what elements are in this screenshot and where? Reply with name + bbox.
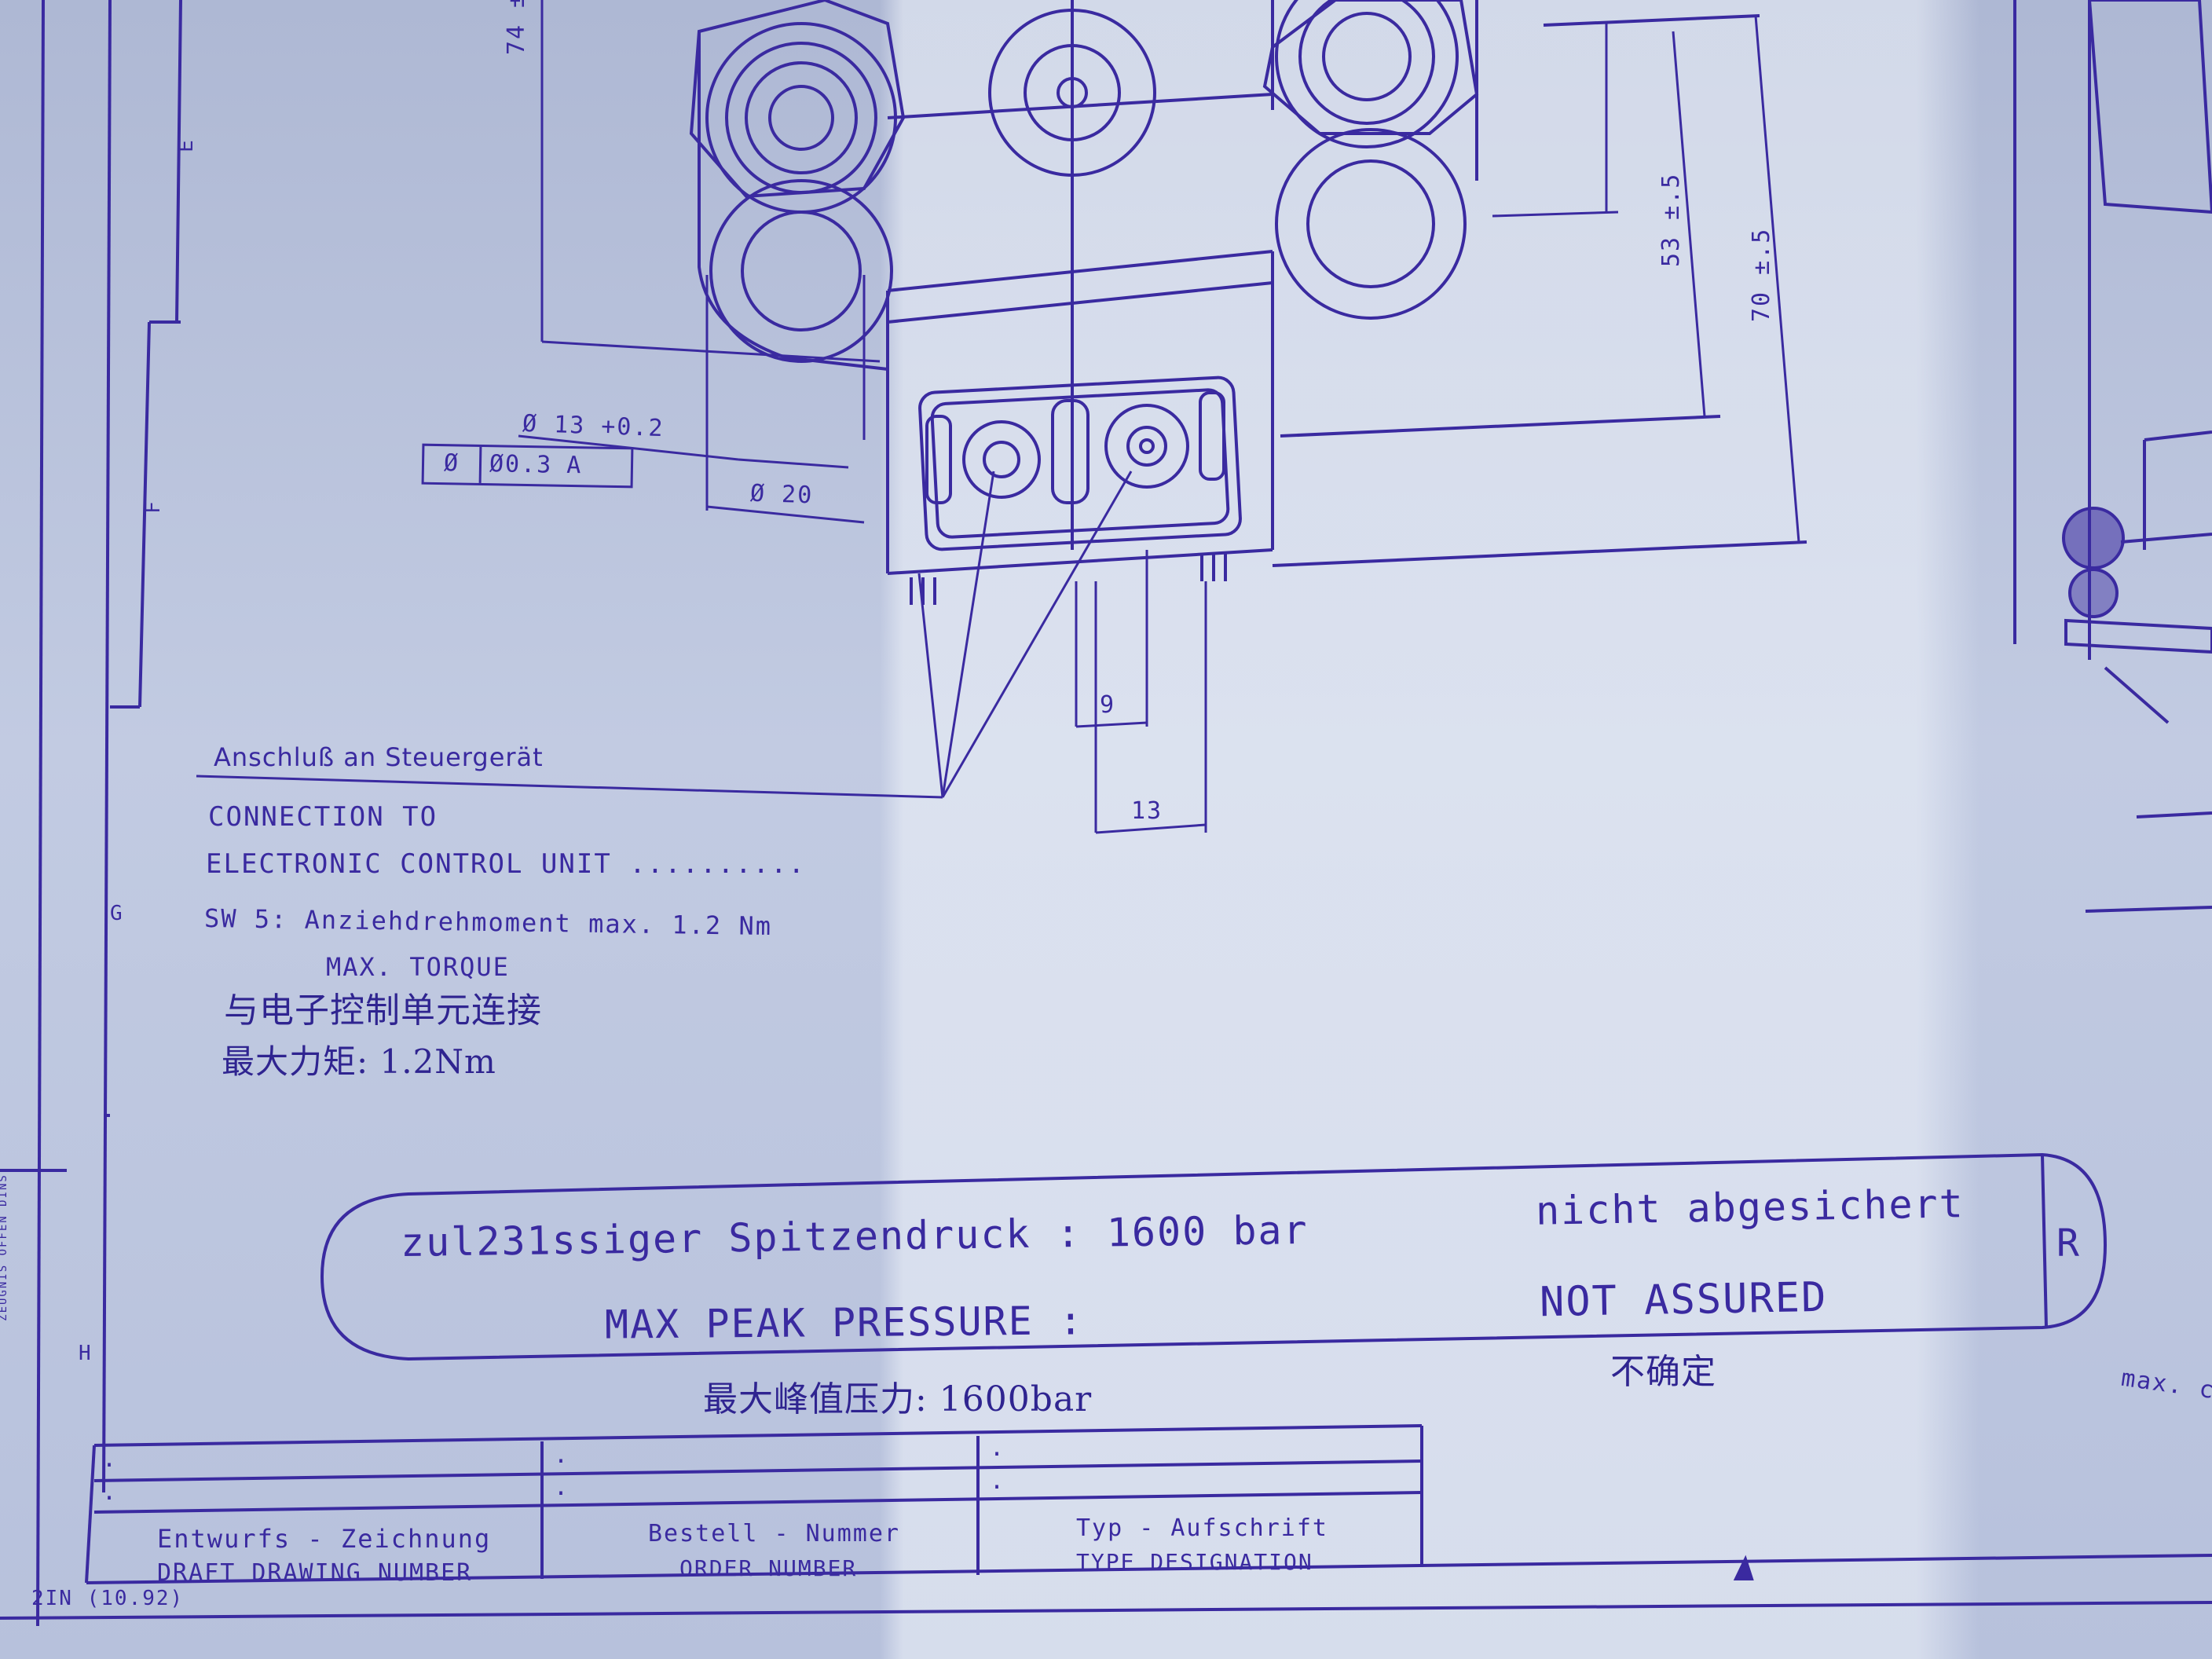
dim-diameter-13: Ø 13 +0.2	[522, 409, 665, 443]
draft-drawing-en: DRAFT DRAWING NUMBER	[157, 1559, 473, 1587]
dimension-lines	[518, 0, 1800, 834]
title-block-dot-1: .	[102, 1445, 119, 1473]
tolerance-value: Ø0.3	[489, 450, 553, 479]
pressure-zh: 最大峰值压力: 1600bar	[703, 1379, 1093, 1419]
connection-label-de: Anschluß an Steuergerät	[214, 742, 544, 772]
type-designation-en: TYPE DESIGNATION	[1076, 1549, 1313, 1575]
pressure-flag: R	[2056, 1221, 2081, 1265]
order-number-en: ORDER NUMBER	[679, 1555, 858, 1581]
tolerance-symbol: Ø	[423, 445, 482, 483]
torque-en: MAX. TORQUE	[326, 952, 510, 982]
side-stamp: ZEUGNIS OFFEN DINS	[0, 1174, 9, 1321]
pressure-de-status: nicht abgesichert	[1535, 1181, 1965, 1234]
footer-code: 2IN (10.92)	[31, 1587, 185, 1610]
dim-9: 9	[1100, 691, 1116, 719]
dim-70: 70 ±.5	[1748, 227, 1775, 322]
title-block-dot-5: .	[990, 1434, 1006, 1462]
title-block-frame	[0, 1424, 2212, 1620]
pressure-status-zh: 不确定	[1610, 1352, 1716, 1392]
leader-line	[196, 471, 1133, 799]
type-designation-de: Typ - Aufschrift	[1076, 1514, 1328, 1542]
connection-line1: CONNECTION TO	[208, 801, 438, 833]
dim-53: 53 ±.5	[1657, 172, 1685, 267]
tolerance-frame: Ø Ø0.3 A	[421, 443, 634, 489]
housing	[886, 250, 1807, 605]
dim-74: 74 ±2	[503, 0, 530, 55]
right-partial-drawing	[2013, 0, 2212, 913]
dim-13: 13	[1131, 797, 1163, 825]
margin-letter-e: E	[174, 138, 198, 152]
fitting-left	[689, 0, 906, 371]
title-block-dot-4: .	[554, 1474, 570, 1501]
order-number-de: Bestell - Nummer	[648, 1520, 900, 1547]
left-border	[0, 0, 182, 1627]
fitting-center	[887, 0, 1273, 550]
pressure-en: MAX PEAK PRESSURE :	[604, 1298, 1085, 1348]
fitting-right	[1262, 0, 1760, 320]
margin-letter-g: G	[110, 902, 124, 925]
title-block-dot-3: .	[554, 1441, 570, 1469]
margin-letter-f: F	[141, 500, 165, 514]
pressure-box-frame	[320, 1152, 2108, 1361]
pressure-en-status: NOT ASSURED	[1539, 1273, 1828, 1327]
connection-zh: 与电子控制单元连接	[224, 991, 542, 1031]
title-block-dot-2: .	[102, 1478, 119, 1506]
torque-zh: 最大力矩: 1.2Nm	[222, 1042, 496, 1081]
margin-letter-h: H	[79, 1342, 93, 1365]
dim-diameter-20: Ø 20	[749, 479, 814, 510]
draft-drawing-de: Entwurfs - Zeichnung	[157, 1524, 492, 1554]
title-block-dot-6: .	[990, 1467, 1006, 1495]
tolerance-datum: A	[566, 451, 583, 480]
connection-line2: ELECTRONIC CONTROL UNIT ..........	[206, 848, 806, 880]
